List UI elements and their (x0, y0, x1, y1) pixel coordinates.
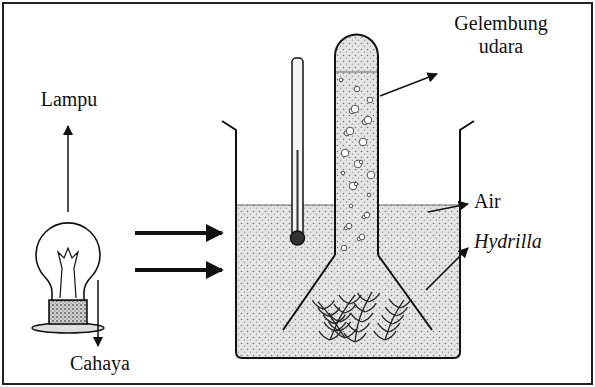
light-arrow (135, 268, 222, 272)
lamp (32, 223, 104, 333)
water-label: Air (474, 190, 534, 213)
air-bubble-label: Gelembung udara (436, 12, 566, 58)
hydrilla-plant (312, 292, 411, 342)
leader-line (426, 248, 468, 290)
leader-line (428, 204, 468, 212)
light-label: Cahaya (62, 352, 138, 375)
thermometer (291, 58, 305, 245)
water (237, 205, 459, 357)
frame (3, 3, 592, 384)
plant-label: Hydrilla (474, 230, 564, 253)
lamp-label: Lampu (34, 88, 104, 111)
test-tube-funnel (283, 35, 432, 331)
light-arrow (135, 231, 222, 235)
leader-line (97, 280, 99, 346)
leader-line (380, 74, 437, 96)
leader-line (67, 126, 69, 212)
air-bubbles (339, 78, 375, 251)
